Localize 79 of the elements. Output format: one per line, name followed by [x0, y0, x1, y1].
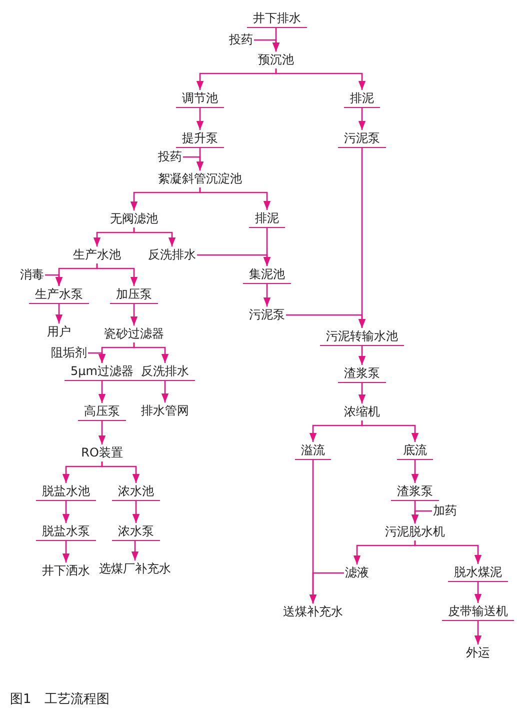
flow-arrow: [88, 352, 106, 363]
process-label: 5μm过滤器: [64, 363, 140, 381]
flow-arrow: [275, 68, 366, 90]
flow-text: 无阀滤池: [109, 210, 159, 228]
flow-text: 投药: [228, 32, 254, 48]
flow-text: 选煤厂补充水: [98, 560, 172, 578]
process-label: 污泥转输水池: [320, 328, 404, 346]
flow-text: 外运: [465, 644, 491, 662]
process-label: 生产水泵: [29, 286, 89, 304]
process-label: 浓水池: [112, 483, 160, 501]
process-label: 渣浆泵: [338, 365, 386, 383]
flow-arrow: [199, 188, 271, 210]
flow-text: 消毒: [19, 266, 45, 284]
flow-arrow: [358, 346, 366, 365]
flow-text: 浓缩机: [343, 404, 381, 420]
flow-text: 污泥泵: [248, 306, 286, 324]
flow-text: 井下洒水: [41, 562, 91, 580]
process-label: 脱盐水池: [36, 483, 96, 501]
process-label: 加压泵: [110, 286, 158, 304]
process-label: 排泥: [249, 210, 285, 228]
process-label: 底流: [397, 442, 433, 460]
figure-caption: 图1 工艺流程图: [10, 691, 110, 708]
flow-text: 用户: [46, 324, 72, 340]
process-label: 脱盐水泵: [36, 523, 96, 541]
flow-arrow: [96, 264, 138, 286]
flow-arrow: [183, 156, 204, 170]
flow-arrow: [263, 284, 271, 306]
flow-arrow: [131, 541, 139, 560]
flow-text: 生产水池: [72, 246, 122, 264]
flow-arrow: [358, 108, 366, 130]
flow-arrow: [62, 541, 70, 562]
flow-arrow: [411, 460, 419, 483]
flow-text: 滤液: [344, 564, 370, 582]
flow-arrow: [414, 540, 482, 564]
flow-arrow: [474, 621, 482, 644]
process-label: 反洗排水: [135, 363, 195, 381]
flow-text: 絮凝斜管沉淀池: [157, 170, 243, 188]
flow-arrow: [286, 314, 366, 328]
flow-arrow: [196, 108, 204, 130]
process-label: 高压泵: [78, 403, 126, 421]
flow-text: 排水管网: [140, 402, 190, 420]
flow-arrow: [309, 572, 344, 604]
flow-arrow: [161, 381, 169, 402]
process-label: 井下排水: [247, 10, 307, 28]
flow-arrow: [361, 420, 419, 442]
flow-arrow: [98, 381, 106, 403]
flow-arrow: [411, 510, 432, 524]
flow-text: 阻垢剂: [50, 344, 88, 362]
flow-text: 预沉池: [257, 52, 295, 68]
process-label: 浓水泵: [112, 523, 160, 541]
flow-text: 送煤补充水: [282, 604, 344, 620]
flow-text: 投药: [157, 148, 183, 166]
process-label: 调节池: [176, 90, 224, 108]
flow-arrow: [133, 342, 169, 363]
flow-arrow: [474, 582, 482, 603]
flow-arrow: [132, 501, 140, 523]
process-label: 集泥池: [243, 266, 291, 284]
process-label: 脱水煤泥: [448, 564, 508, 582]
flow-text: 污泥脱水机: [384, 524, 446, 540]
flow-arrow: [133, 228, 176, 246]
process-label: 提升泵: [176, 130, 224, 148]
flow-arrow: [130, 304, 138, 326]
flow-arrow: [98, 421, 106, 444]
flow-arrow: [358, 383, 366, 404]
process-label: 渣浆泵: [391, 483, 439, 501]
flow-text: 瓷砂过滤器: [103, 326, 165, 342]
flow-text: 加药: [432, 502, 458, 520]
flow-text: RO装置: [80, 444, 124, 462]
flow-arrow: [45, 274, 63, 286]
flow-arrow: [62, 501, 70, 523]
flow-arrow: [254, 39, 280, 52]
flow-arrow: [55, 304, 63, 324]
process-label: 皮带输送机: [442, 603, 514, 621]
process-label: 溢流: [295, 442, 331, 460]
process-label: 排泥: [344, 90, 380, 108]
flow-arrow: [197, 254, 271, 266]
flow-arrow: [101, 462, 140, 483]
process-label: 污泥泵: [338, 130, 386, 148]
flow-text: 反洗排水: [147, 246, 197, 264]
